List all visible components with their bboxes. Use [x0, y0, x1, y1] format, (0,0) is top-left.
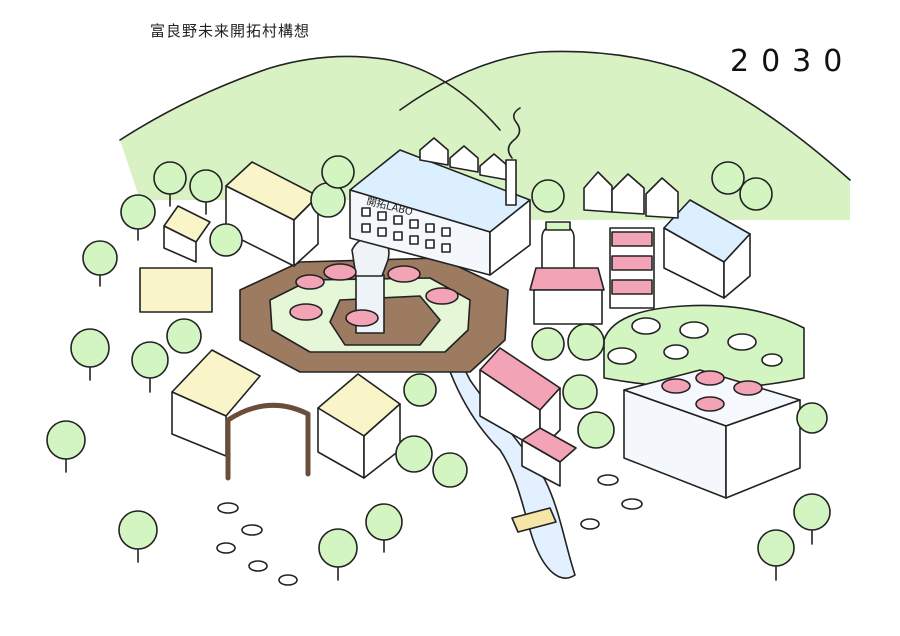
- bridge: [511, 507, 557, 533]
- stepping-stones: [216, 474, 643, 586]
- entrance-gate: [225, 402, 311, 481]
- cows: [607, 317, 783, 367]
- year-label: 2030: [730, 44, 855, 79]
- tree-trunks: [65, 193, 813, 581]
- page-title: 富良野未来開拓村構想: [150, 22, 311, 40]
- plaza-parasols: [289, 263, 459, 327]
- signboard: [139, 267, 213, 313]
- greenhouse-parasols: [661, 370, 763, 412]
- small-houses-top: [583, 171, 679, 219]
- factory-chimney: [505, 159, 517, 206]
- smoke: [507, 107, 521, 159]
- trees: [46, 155, 831, 568]
- pink-shop-roof: [529, 267, 605, 291]
